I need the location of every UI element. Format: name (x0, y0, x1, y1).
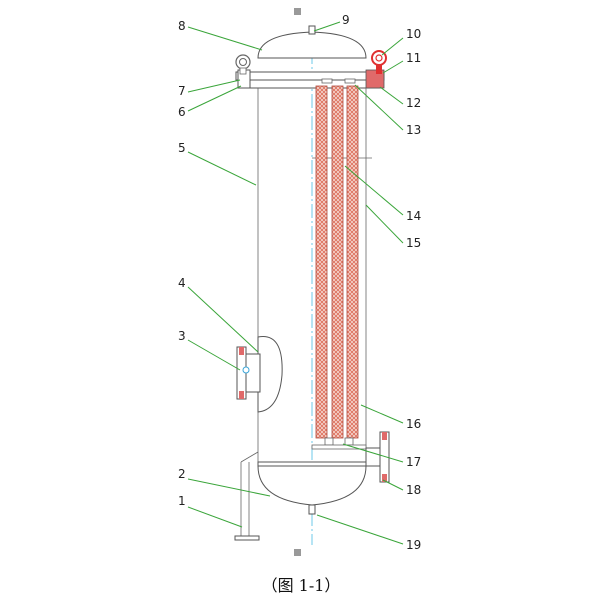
top-flange (235, 69, 385, 89)
callout-7: 7 (178, 84, 186, 98)
callout-17: 17 (406, 455, 421, 469)
callout-15: 15 (406, 236, 421, 250)
leader-lines (187, 21, 404, 545)
cartridge-2 (331, 85, 344, 439)
filter-cartridges (315, 78, 359, 446)
tube-sheet (311, 444, 367, 450)
callout-labels: 1 2 3 4 5 6 7 8 9 10 11 12 13 14 15 16 1… (178, 13, 421, 552)
callout-13: 13 (406, 123, 421, 137)
callout-2: 2 (178, 467, 186, 481)
callout-9: 9 (342, 13, 350, 27)
top-marker (294, 8, 301, 15)
inlet-nozzle (236, 336, 283, 413)
callout-16: 16 (406, 417, 421, 431)
callout-6: 6 (178, 105, 186, 119)
flange-bracket-right (365, 69, 385, 89)
callout-3: 3 (178, 329, 186, 343)
figure-caption: （图 1-1） (261, 576, 341, 595)
top-head (257, 25, 367, 59)
callout-14: 14 (406, 209, 421, 223)
callout-18: 18 (406, 483, 421, 497)
callout-1: 1 (178, 494, 186, 508)
bottom-head (257, 461, 367, 515)
callout-5: 5 (178, 141, 186, 155)
callout-10: 10 (406, 27, 421, 41)
support-leg (234, 451, 260, 541)
callout-12: 12 (406, 96, 421, 110)
callout-19: 19 (406, 538, 421, 552)
cartridge-1 (315, 85, 328, 439)
callout-11: 11 (406, 51, 421, 65)
cartridge-3 (346, 85, 359, 439)
bottom-marker (294, 549, 301, 556)
lifting-lug-left (235, 54, 251, 75)
callout-8: 8 (178, 19, 186, 33)
callout-4: 4 (178, 276, 186, 290)
